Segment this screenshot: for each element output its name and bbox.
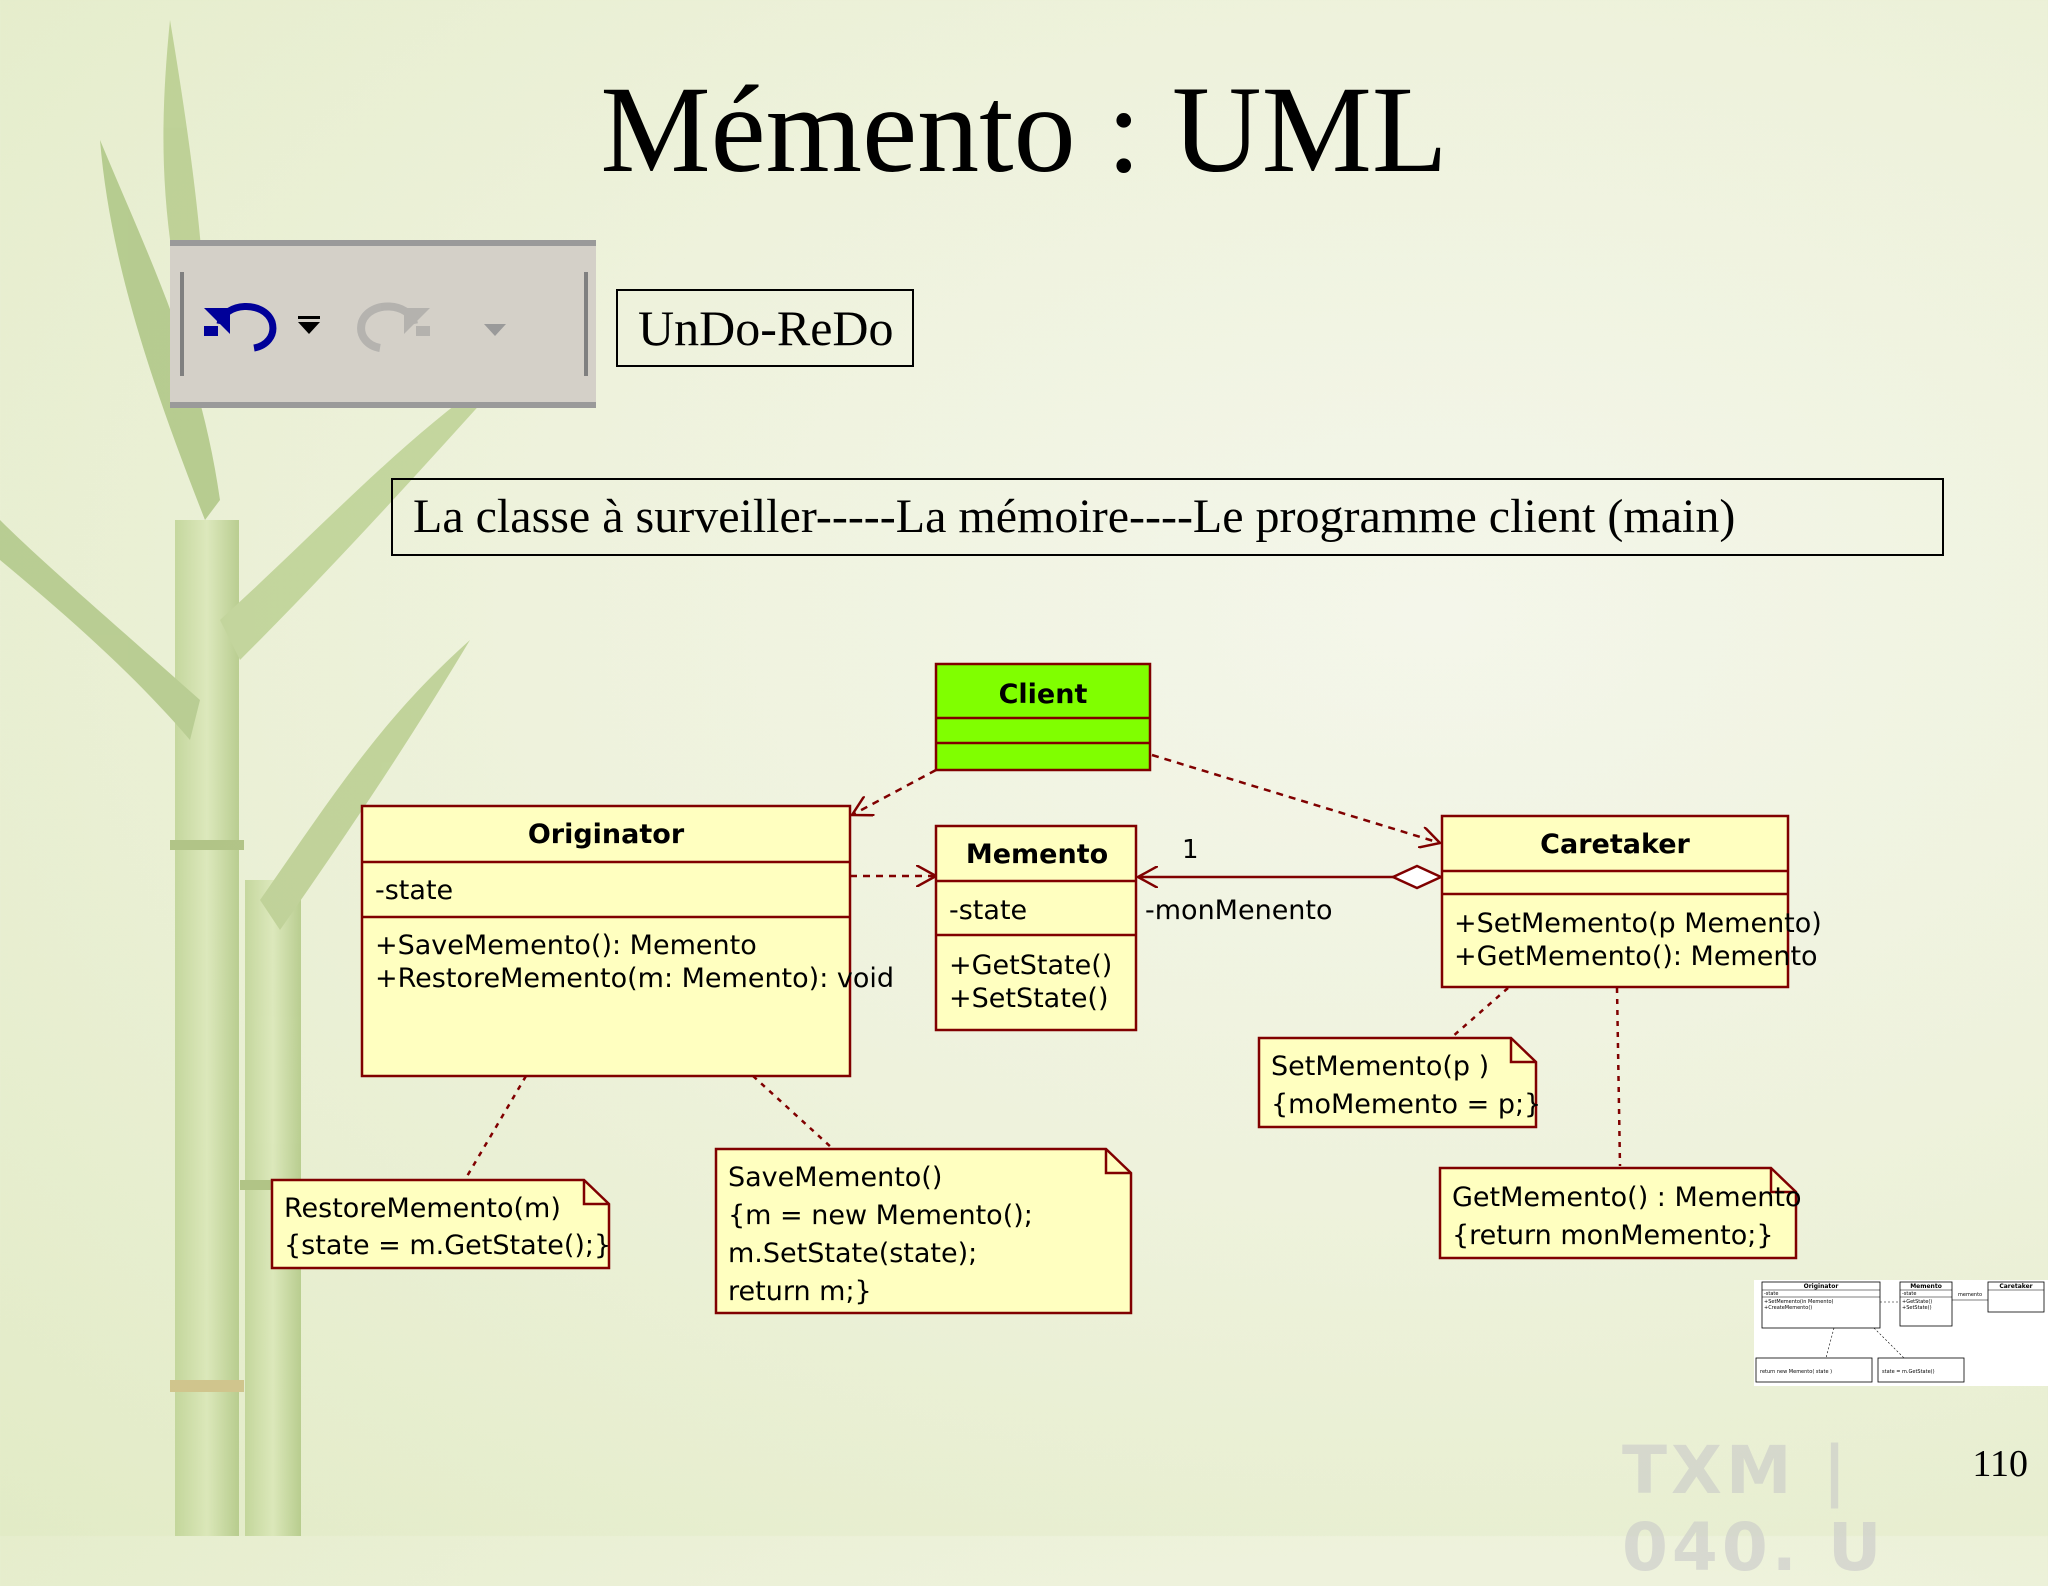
toolbar-frame [180, 272, 588, 376]
note-anchor-getmemento [1615, 987, 1622, 1167]
note-line: m.SetState(state); [728, 1238, 977, 1269]
thumb-line: -state [1764, 1291, 1778, 1297]
note-line: RestoreMemento(m) [284, 1193, 561, 1224]
class-client[interactable]: Client [934, 662, 1152, 772]
thumb-line: state = m.GetState() [1882, 1369, 1935, 1375]
caption-box: La classe à surveiller-----La mémoire---… [391, 478, 1944, 556]
memento-operation: +GetState() [949, 950, 1112, 981]
thumb-line: +CreateMemento() [1764, 1305, 1812, 1311]
class-caretaker[interactable]: Caretaker +SetMemento(p Memento) +GetMem… [1440, 814, 1822, 989]
thumb-line: +SetMemento(in Memento) [1764, 1299, 1834, 1305]
redo-arrow-icon[interactable] [357, 302, 430, 352]
caretaker-operation: +SetMemento(p Memento) [1454, 908, 1822, 939]
note-anchor-setmemento [1451, 987, 1509, 1038]
class-memento[interactable]: Memento -state +GetState() +SetState() [934, 824, 1138, 1032]
undo-arrow-icon[interactable] [204, 303, 277, 352]
dependency-client-caretaker [1151, 753, 1440, 843]
thumb-memento: Memento -state +GetState() +SetState() [1899, 1281, 1953, 1327]
thumb-line: +GetState() [1902, 1299, 1932, 1305]
note-line: {return monMemento;} [1452, 1220, 1774, 1251]
aggregation-diamond [1389, 864, 1445, 890]
thumb-note-left: return new Memento( state ) [1755, 1357, 1873, 1383]
thumb-caretaker-name: Caretaker [1999, 1283, 2032, 1290]
memento-attribute: -state [949, 895, 1027, 926]
thumb-originator-name: Originator [1804, 1283, 1839, 1290]
thumb-originator: Originator -state +SetMemento(in Memento… [1761, 1281, 1881, 1329]
dropdown-arrow-icon[interactable] [484, 324, 506, 336]
dependency-client-originator [852, 768, 937, 815]
undo-redo-toolbar [170, 240, 596, 408]
class-memento-name: Memento [966, 839, 1108, 870]
slide-title: Mémento : UML [600, 61, 1448, 198]
note-get-memento[interactable]: GetMemento() : Memento {return monMement… [1438, 1166, 1802, 1260]
class-caretaker-name: Caretaker [1540, 829, 1690, 860]
multiplicity-label: 1 [1182, 835, 1199, 865]
memento-operation: +SetState() [949, 983, 1109, 1014]
note-line: SetMemento(p ) [1271, 1051, 1489, 1082]
note-line: {moMemento = p;} [1271, 1089, 1541, 1120]
thumb-caretaker: Caretaker [1987, 1281, 2045, 1313]
class-originator[interactable]: Originator -state +SaveMemento(): Mement… [360, 804, 894, 1078]
note-line: GetMemento() : Memento [1452, 1182, 1802, 1213]
note-line: return m;} [728, 1276, 872, 1307]
originator-attribute: -state [375, 875, 453, 906]
note-line: {m = new Memento(); [728, 1200, 1033, 1231]
note-anchor-save [752, 1075, 833, 1149]
thumb-line: +SetState() [1902, 1305, 1932, 1311]
originator-operation: +SaveMemento(): Memento [375, 930, 757, 961]
note-restore-memento[interactable]: RestoreMemento(m) {state = m.GetState();… [270, 1178, 611, 1270]
originator-operation: +RestoreMemento(m: Memento): void [375, 963, 894, 994]
class-client-name: Client [999, 679, 1088, 710]
thumb-line: return new Memento( state ) [1760, 1369, 1832, 1375]
thumb-note-right: state = m.GetState() [1877, 1357, 1965, 1383]
undo-redo-label: UnDo-ReDo [616, 289, 914, 367]
caretaker-operation: +GetMemento(): Memento [1454, 941, 1818, 972]
toolbar-icons [204, 302, 506, 352]
uml-diagram: 1 -monMenento Client Originator -state +… [270, 662, 1822, 1315]
thumb-assoc-label: memento [1958, 1292, 1982, 1298]
dropdown-arrow-icon[interactable] [298, 316, 320, 334]
uml-thumbnail: Originator -state +SetMemento(in Memento… [1754, 1280, 2048, 1386]
class-originator-name: Originator [528, 819, 685, 850]
note-anchor-restore [464, 1075, 528, 1179]
note-line: SaveMemento() [728, 1162, 942, 1193]
thumb-memento-name: Memento [1910, 1283, 1942, 1290]
page-number: 110 [1972, 1443, 2028, 1485]
note-line: {state = m.GetState();} [284, 1230, 611, 1261]
note-save-memento[interactable]: SaveMemento() {m = new Memento(); m.SetS… [714, 1147, 1133, 1315]
thumb-line: -state [1902, 1291, 1916, 1297]
note-set-memento[interactable]: SetMemento(p ) {moMemento = p;} [1257, 1036, 1541, 1129]
role-label: -monMenento [1145, 895, 1333, 926]
